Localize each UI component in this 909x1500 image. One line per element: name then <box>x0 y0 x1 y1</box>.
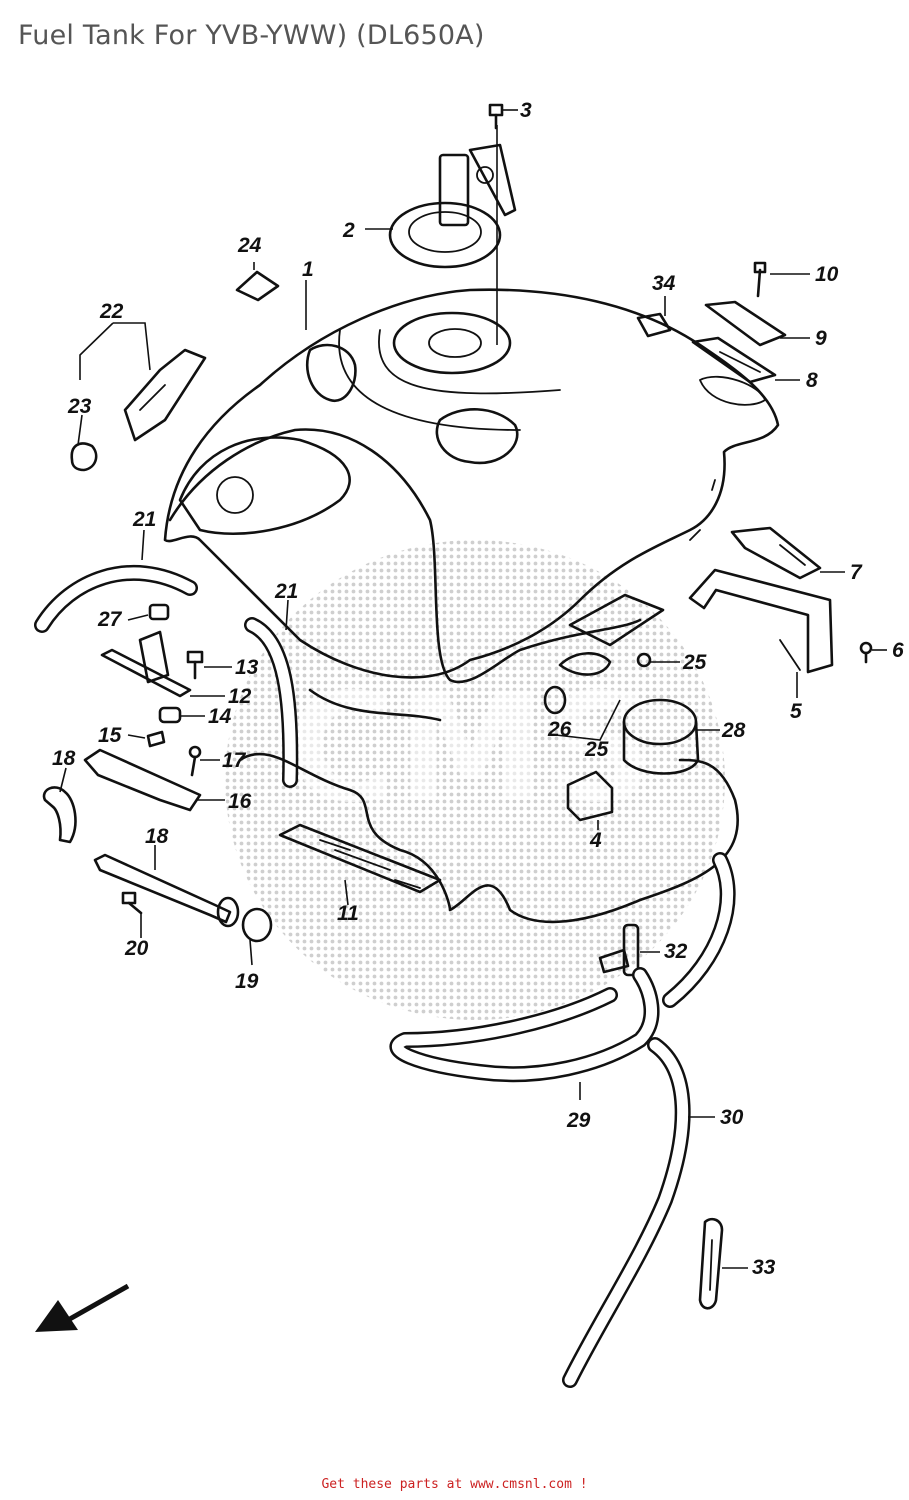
callout-21a: 21 <box>132 508 156 531</box>
part-fuel-cap[interactable] <box>388 125 517 345</box>
callout-9: 9 <box>815 327 827 350</box>
callout-15: 15 <box>98 724 122 747</box>
part-bracket-5[interactable] <box>688 568 834 674</box>
part-clip-33[interactable] <box>698 1217 724 1310</box>
callout-4: 4 <box>589 829 602 852</box>
callout-10: 10 <box>815 263 839 286</box>
part-rubber-7[interactable] <box>730 526 822 580</box>
watermark: CMS <box>225 540 725 1020</box>
callout-26: 25 <box>682 651 707 674</box>
callout-21b: 21 <box>274 580 298 603</box>
part-label-27[interactable] <box>235 270 280 302</box>
callout-5: 5 <box>790 700 802 723</box>
part-brackets-8-9-10[interactable] <box>691 261 787 384</box>
part-fuel-tank[interactable] <box>163 288 780 679</box>
watermark-text: CMS <box>286 662 653 836</box>
part-pad-34[interactable] <box>636 312 672 338</box>
callout-32: 32 <box>664 940 688 963</box>
callout-2: 2 <box>342 219 355 242</box>
part-group-18-20[interactable] <box>42 786 273 943</box>
front-arrow-icon <box>35 1283 130 1332</box>
callout-18b: 18 <box>145 825 169 848</box>
callout-31: 30 <box>720 1106 744 1129</box>
callout-6: 6 <box>892 639 904 662</box>
callout-29: 28 <box>721 719 746 742</box>
part-group-4-24-29[interactable] <box>543 593 700 822</box>
part-22-23[interactable] <box>70 322 207 472</box>
callout-19: 19 <box>235 970 259 993</box>
callout-24: 25 <box>584 738 609 761</box>
callout-33: 33 <box>752 1256 776 1279</box>
callout-28: 27 <box>97 608 123 631</box>
callout-20: 20 <box>124 937 149 960</box>
callout-16: 16 <box>228 790 252 813</box>
part-tray-11[interactable] <box>238 752 739 924</box>
part-hose-31[interactable] <box>562 1037 691 1388</box>
footer-link-text[interactable]: Get these parts at www.cmsnl.com ! <box>321 1477 588 1492</box>
callout-1: 1 <box>302 258 314 281</box>
callout-7: 7 <box>850 561 863 584</box>
part-bracket-16[interactable] <box>83 748 202 812</box>
callout-8: 8 <box>806 369 818 392</box>
callout-34: 34 <box>652 272 676 295</box>
part-hose-21a[interactable] <box>34 565 198 633</box>
part-joint-32[interactable] <box>598 923 640 977</box>
leader-lines <box>59 109 887 1269</box>
callout-22: 22 <box>99 300 124 323</box>
callout-18a: 18 <box>52 747 76 770</box>
callout-23: 23 <box>67 395 92 418</box>
callout-13: 13 <box>235 656 259 679</box>
part-tube-upper[interactable] <box>168 428 642 722</box>
part-hose-21b[interactable] <box>244 617 299 788</box>
callout-3: 3 <box>520 99 532 122</box>
callout-labels: 3 2 1 24 22 23 34 10 9 8 7 6 5 25 28 26 … <box>52 99 904 1279</box>
callout-30: 29 <box>566 1109 591 1132</box>
part-screw-6[interactable] <box>859 641 873 664</box>
part-hose-30[interactable] <box>389 852 736 1083</box>
callout-17: 17 <box>222 749 247 772</box>
part-bolt-3[interactable] <box>488 103 504 130</box>
callout-25: 26 <box>547 718 572 741</box>
diagram-title: Fuel Tank For YVB-YWW) (DL650A) <box>18 20 485 51</box>
part-group-12-17[interactable] <box>100 603 204 777</box>
callout-12: 12 <box>228 685 252 708</box>
callout-14: 14 <box>208 705 232 728</box>
callout-11: 11 <box>337 902 359 925</box>
callout-27: 24 <box>237 234 262 257</box>
